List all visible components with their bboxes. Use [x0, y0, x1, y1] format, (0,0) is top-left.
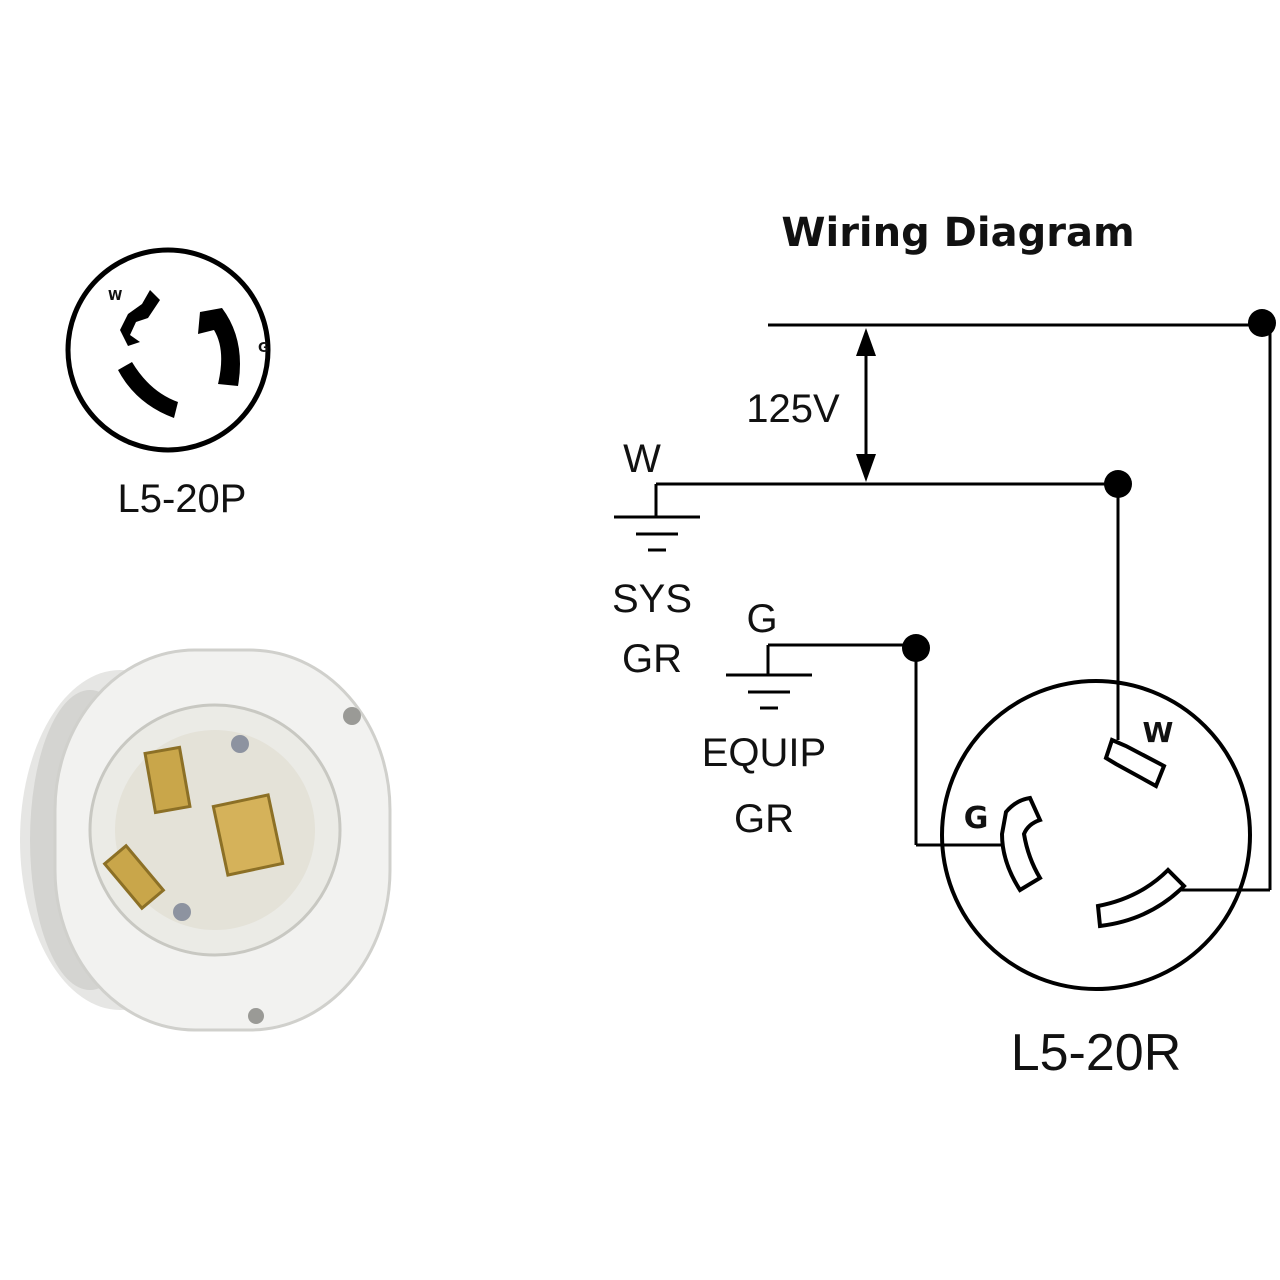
plug-x-blade: [118, 362, 178, 418]
equipment-ground-label-line2: GR: [734, 797, 794, 841]
plug-g-label: G: [258, 341, 269, 356]
equipment-ground-wire-label: G: [746, 597, 777, 641]
flanged-inlet-photo: [20, 648, 392, 1032]
receptacle-g-slot: [999, 795, 1043, 893]
inlet-blade-right: [211, 793, 285, 877]
system-ground-label-line2: GR: [622, 637, 682, 681]
receptacle-w-label: W: [1143, 716, 1174, 749]
hot-junction-dot: [1248, 309, 1276, 337]
plug-model-label: L5-20P: [118, 477, 247, 521]
voltage-arrow-head-down: [856, 454, 876, 482]
inlet-blade-upper: [143, 745, 192, 815]
diagram-title: Wiring Diagram: [781, 210, 1134, 256]
receptacle-g-label: G: [964, 801, 989, 836]
receptacle-w-slot: [1103, 737, 1167, 789]
flange-mounting-hole-bottom: [248, 1008, 264, 1024]
plug-w-label: W: [108, 289, 122, 304]
plug-w-blade: [120, 290, 160, 346]
receptacle-model-label: L5-20R: [1011, 1024, 1182, 1082]
inlet-screw-bottom: [173, 903, 191, 921]
flange-mounting-hole-top: [343, 707, 361, 725]
receptacle-hot-slot: [1095, 867, 1187, 929]
plug-face-outline: [65, 247, 271, 453]
voltage-arrow-head-up: [856, 328, 876, 356]
inlet-screw-top: [231, 735, 249, 753]
system-ground-label-line1: SYS: [612, 577, 692, 621]
equipment-ground-label-line1: EQUIP: [702, 731, 826, 775]
inlet-blade-lower: [102, 843, 166, 911]
receptacle-face: W G: [940, 679, 1252, 991]
plug-g-blade: [198, 308, 240, 386]
plug-face: W G: [65, 247, 271, 453]
voltage-label: 125V: [746, 387, 840, 431]
neutral-label: W: [623, 437, 661, 481]
receptacle-face-outline: [940, 679, 1252, 991]
